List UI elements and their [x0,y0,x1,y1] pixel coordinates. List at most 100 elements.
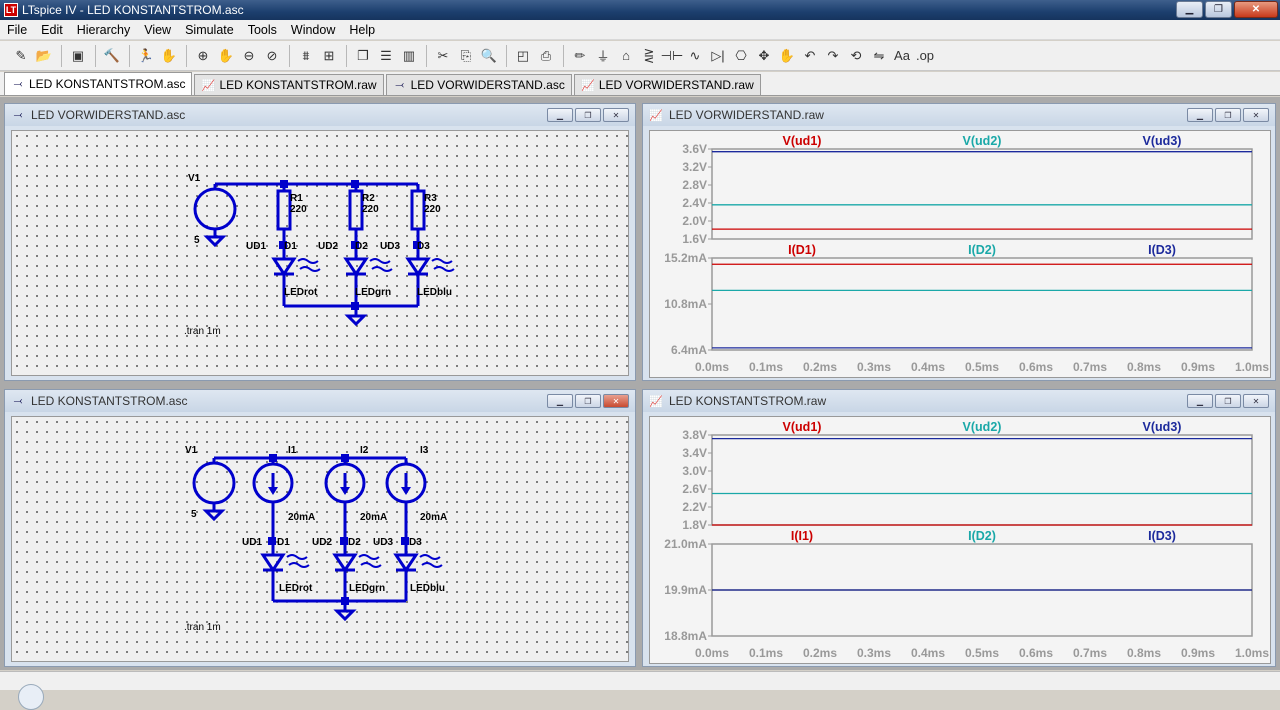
tile-horizontal-icon[interactable]: ☰ [380,47,392,63]
find-icon[interactable]: 🔍 [480,47,498,63]
subwindow-close-button[interactable]: ✕ [1243,394,1269,408]
led-d3-symbol [405,257,431,277]
toolbar-separator [186,44,187,67]
resistor-icon[interactable]: ⋛ [643,47,655,63]
x-tick-label: 0.9ms [1181,646,1215,660]
new-schematic-icon[interactable]: ✎ [15,47,27,63]
schematic-canvas[interactable]: V1 5 R1 220 R2 220 R3 220 UD1 D1 UD2 D2 … [11,130,629,376]
trace-label[interactable]: I(D3) [1148,243,1176,257]
cascade-icon[interactable]: ❐ [357,47,369,63]
open-icon[interactable]: 📂 [35,47,53,63]
redo-icon[interactable]: ↷ [827,47,839,63]
menu-hierarchy[interactable]: Hierarchy [76,22,131,37]
tab-led-konstantstrom-asc[interactable]: ⤙LED KONSTANTSTROM.asc [4,72,193,95]
tile-icon[interactable]: ⊞ [323,47,335,63]
schematic-window-vorwiderstand[interactable]: ⤙ LED VORWIDERSTAND.asc ▁ ❐ ✕ [4,103,636,381]
subwindow-minimize-button[interactable]: ▁ [1187,108,1213,122]
menu-view[interactable]: View [144,22,172,37]
trace-label[interactable]: V(ud3) [1143,134,1182,148]
menu-file[interactable]: File [7,22,28,37]
close-button[interactable]: ✕ [1234,1,1278,18]
print-icon[interactable]: ⎙ [540,47,552,63]
r3-value: 220 [424,204,441,215]
copy-icon[interactable]: ⎘ [460,47,472,63]
spice-directive-icon[interactable]: .op [915,48,935,63]
x-tick-label: 0.2ms [803,646,837,660]
subwindow-restore-button[interactable]: ❐ [575,108,601,122]
r1-value: 220 [290,204,307,215]
cut-icon[interactable]: ✂ [437,47,449,63]
control-panel-icon[interactable]: 🔨 [103,47,121,63]
trace-label[interactable]: V(ud2) [963,420,1002,434]
menu-tools[interactable]: Tools [247,22,277,37]
tab-led-konstantstrom-raw[interactable]: 📈LED KONSTANTSTROM.raw [194,74,384,95]
subwindow-minimize-button[interactable]: ▁ [547,108,573,122]
rotate-icon[interactable]: ⟲ [850,47,862,63]
subwindow-titlebar[interactable]: ⤙ LED KONSTANTSTROM.asc [5,390,635,412]
trace-label[interactable]: I(D2) [968,529,996,543]
move-icon[interactable]: ✥ [758,47,770,63]
resistor-r1 [276,189,292,231]
trace-label[interactable]: V(ud3) [1143,420,1182,434]
subwindow-titlebar[interactable]: ⤙ LED VORWIDERSTAND.asc [5,104,635,126]
subwindow-close-button[interactable]: ✕ [603,108,629,122]
subwindow-close-button[interactable]: ✕ [603,394,629,408]
trace-label[interactable]: I(D2) [968,243,996,257]
undo-icon[interactable]: ↶ [804,47,816,63]
ground-icon[interactable]: ⏚ [596,49,610,64]
run-icon[interactable]: 🏃 [137,47,155,63]
tab-led-vorwiderstand-raw[interactable]: 📈LED VORWIDERSTAND.raw [573,74,761,95]
subwindow-restore-button[interactable]: ❐ [575,394,601,408]
trace-label[interactable]: I(D3) [1148,529,1176,543]
subwindow-minimize-button[interactable]: ▁ [547,394,573,408]
zoom-out-icon[interactable]: ⊖ [243,47,255,63]
subwindow-close-button[interactable]: ✕ [1243,108,1269,122]
schematic-window-konstantstrom[interactable]: ⤙ LED KONSTANTSTROM.asc ▁ ❐ ✕ [4,389,636,667]
text-icon[interactable]: Aa [894,48,910,63]
save-icon[interactable]: ▣ [71,47,85,63]
halt-icon[interactable]: ✋ [160,47,178,63]
minimize-button[interactable]: ▁ [1176,1,1203,18]
trace-label[interactable]: V(ud1) [783,134,822,148]
menu-simulate[interactable]: Simulate [185,22,234,37]
diode-icon[interactable]: ▷| [711,47,725,63]
spice-directive: .tran 1m [184,326,221,337]
zoom-in-icon[interactable]: ⊕ [197,47,209,63]
y-tick-label: 18.8mA [664,629,707,643]
label-net-icon[interactable]: ⌂ [622,48,630,63]
trace-label[interactable]: I(D1) [788,243,816,257]
waveform-icon: 📈 [649,395,663,408]
schematic-canvas[interactable]: V1 5 I1 I2 I3 20mA 20mA 20mA UD1 D1 UD2 … [11,416,629,662]
tile-vertical-icon[interactable]: ▥ [402,47,416,63]
subwindow-restore-button[interactable]: ❐ [1215,108,1241,122]
menu-edit[interactable]: Edit [41,22,63,37]
r3-label: R3 [424,193,437,204]
subwindow-titlebar[interactable]: 📈 LED VORWIDERSTAND.raw [643,104,1275,126]
trace-label[interactable]: V(ud2) [963,134,1002,148]
tab-led-vorwiderstand-asc[interactable]: ⤙LED VORWIDERSTAND.asc [385,74,572,95]
component-icon[interactable]: ⎔ [735,47,747,63]
trace-label[interactable]: V(ud1) [783,420,822,434]
trace-label[interactable]: I(I1) [791,529,813,543]
capacitor-icon[interactable]: ⊣⊢ [660,47,684,63]
mirror-icon[interactable]: ⇋ [873,47,885,63]
drag-icon[interactable]: ✋ [778,47,796,63]
print-preview-icon[interactable]: ◰ [516,47,530,63]
ltspice-app-icon[interactable]: LT [4,3,18,17]
menu-window[interactable]: Window [290,22,336,37]
subwindow-minimize-button[interactable]: ▁ [1187,394,1213,408]
subwindow-restore-button[interactable]: ❐ [1215,394,1241,408]
subwindow-titlebar[interactable]: 📈 LED KONSTANTSTROM.raw [643,390,1275,412]
autorange-icon[interactable]: ⩩ [302,47,310,63]
pan-icon[interactable]: ✋ [217,47,235,63]
menu-help[interactable]: Help [349,22,376,37]
restore-button[interactable]: ❐ [1205,1,1232,18]
draw-wire-icon[interactable]: ✏ [574,47,586,63]
zoom-cancel-icon[interactable]: ⊘ [266,47,278,63]
inductor-icon[interactable]: ∿ [689,47,701,63]
v1-value: 5 [194,235,200,246]
